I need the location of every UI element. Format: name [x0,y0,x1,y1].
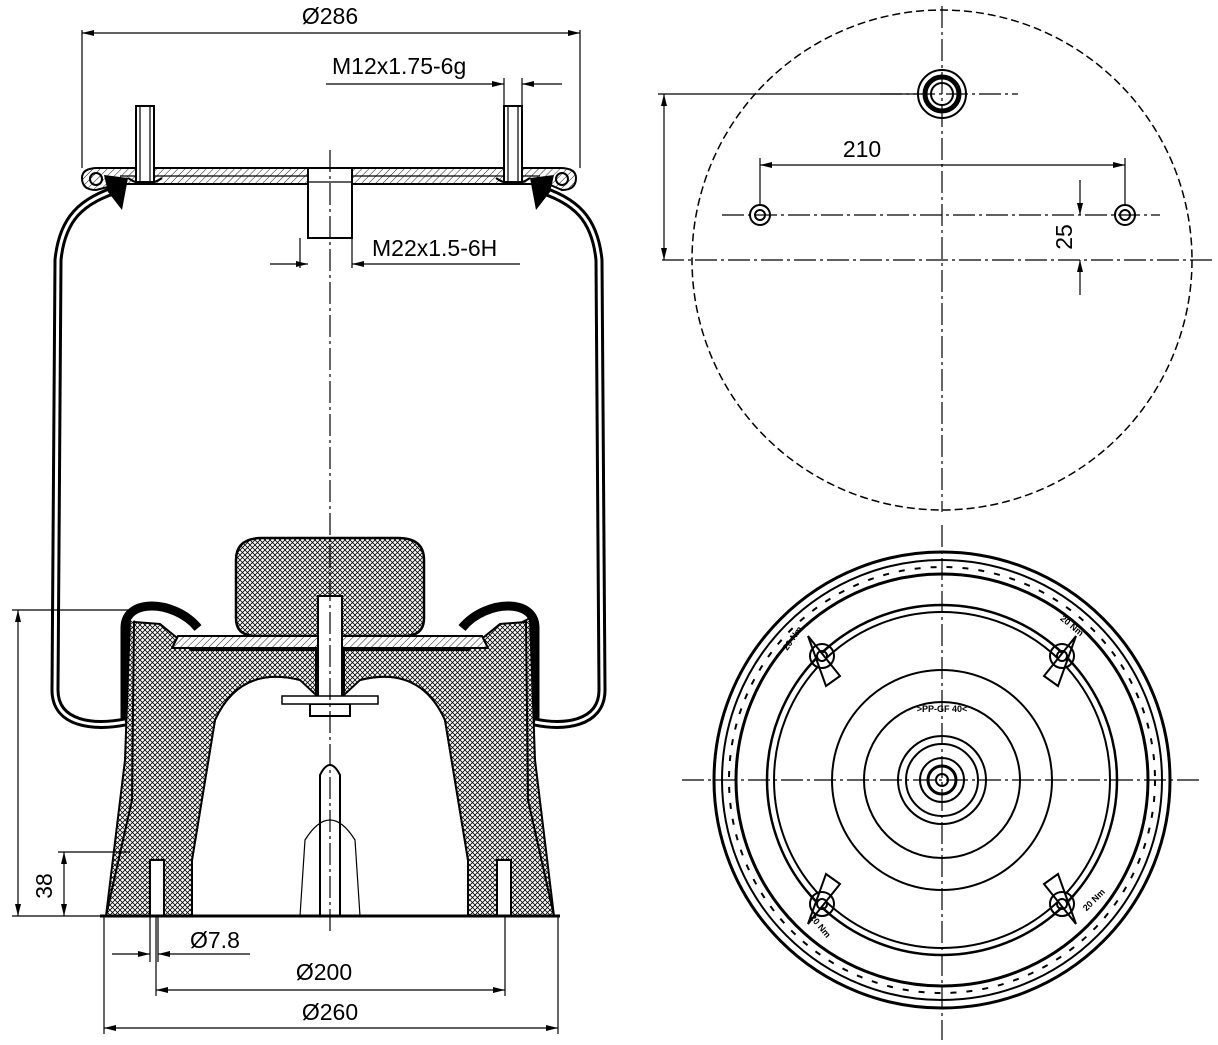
dim-stud-offset: 25 [1051,180,1083,295]
svg-text:Ø286: Ø286 [302,3,358,29]
bolt-lug-bottom-right [1042,872,1077,925]
svg-text:210: 210 [843,136,881,162]
svg-text:M22x1.5-6H: M22x1.5-6H [372,235,497,261]
svg-text:38: 38 [31,873,57,899]
svg-text:Ø7.8: Ø7.8 [190,927,240,953]
dim-stud-thread: M12x1.75-6g [326,53,562,106]
dim-stud-spacing: 210 [759,136,1126,205]
dim-base-diameter: Ø260 [103,916,559,1034]
side-section-view: Ø286 M12x1.75-6g M22x1.5-6H 38 [12,3,607,1034]
bolt-lug-top-right [1042,635,1077,688]
torque-marking-1: 20 Nm [781,624,805,652]
dim-total-height [12,609,130,917]
svg-text:M12x1.75-6g: M12x1.75-6g [332,53,466,79]
mounting-stud-left [127,105,163,185]
dim-top-diameter: Ø286 [81,3,581,168]
svg-text:25: 25 [1051,224,1077,250]
bolt-lug-top-left [807,635,842,688]
dim-height-38: 38 [31,851,130,916]
dim-center-thread: M22x1.5-6H [270,235,520,267]
dim-bolt-circle: Ø200 [155,916,506,996]
bottom-plan-view: 20 Nm 20 Nm 20 Nm 20 Nm >PP-GF 40< [682,525,1200,1040]
dim-port-offset [658,93,918,260]
material-marking: >PP-GF 40< [917,704,968,714]
svg-text:Ø260: Ø260 [302,999,358,1025]
torque-marking-2: 20 Nm [1058,613,1085,638]
bolt-lug-bottom-left [807,872,842,925]
top-plan-view: 210 25 [658,6,1212,512]
mounting-stud-right [495,105,531,185]
dim-hole-diameter: Ø7.8 [112,916,250,962]
svg-text:Ø200: Ø200 [296,959,352,985]
